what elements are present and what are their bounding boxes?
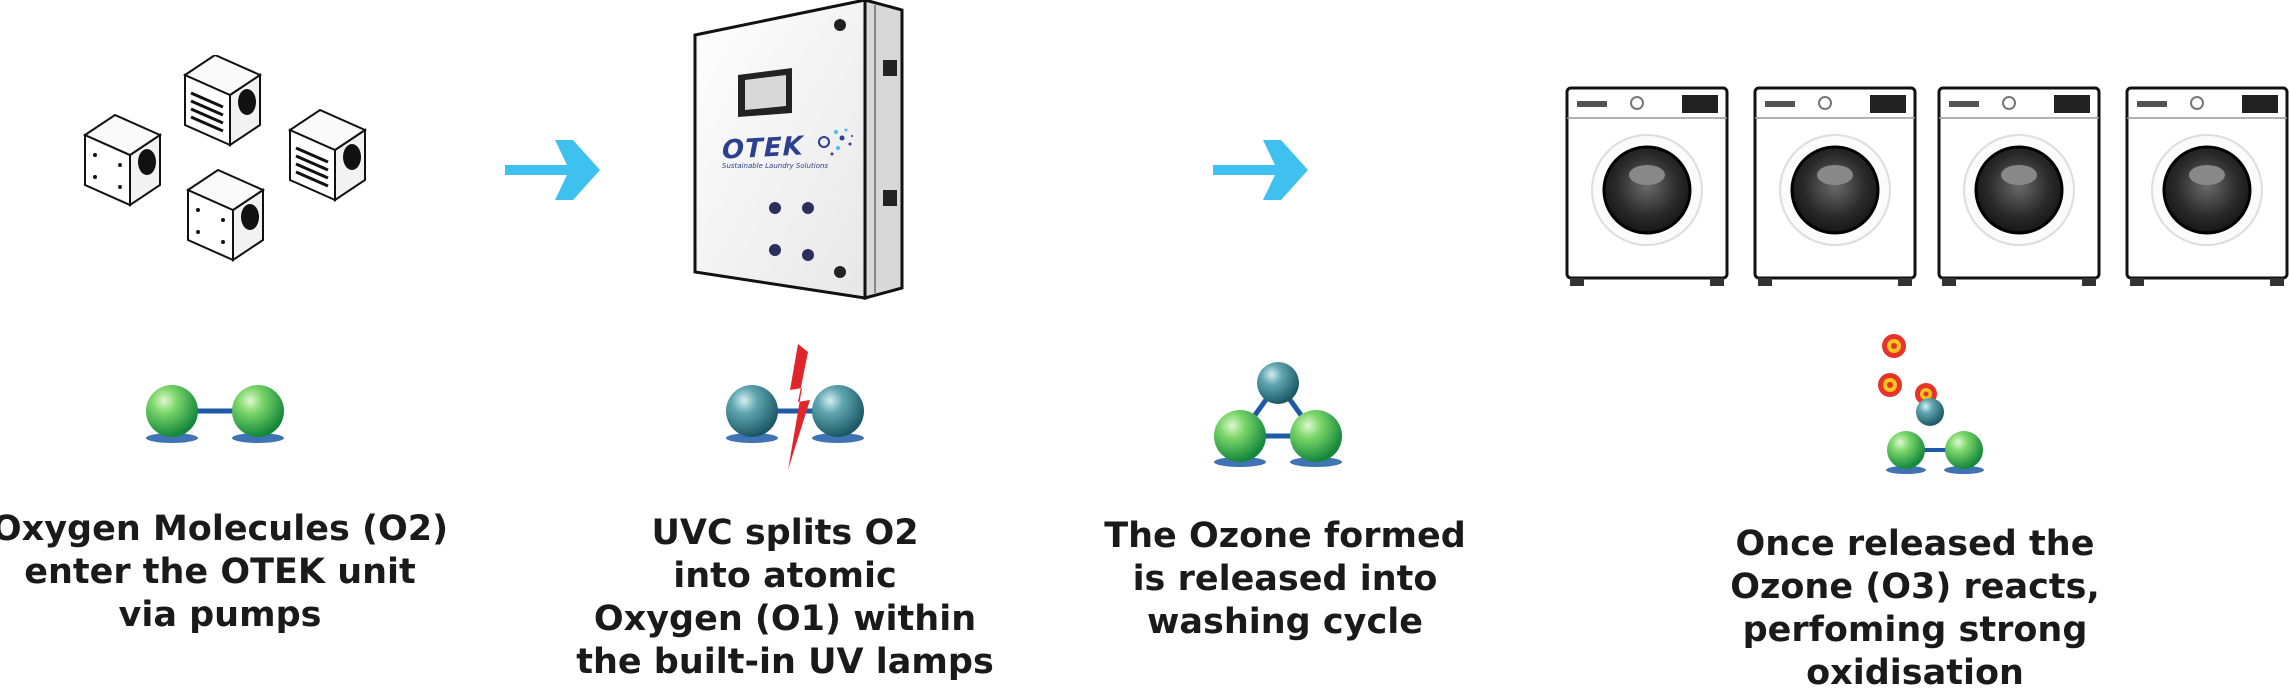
caption-line: into atomic [673,556,897,596]
step-4-caption: Once released the Ozone (O3) reacts, per… [1675,523,2155,695]
air-pump-icon [182,55,263,147]
washing-machine-icon [1753,86,1917,286]
oxidation-icon [1872,332,1992,477]
caption-line: Oxygen Molecules (O2) [0,509,449,549]
air-pumps-illustration [80,55,380,265]
air-pump-icon [82,113,163,207]
washing-machine-icon [1565,86,1729,286]
ozone-molecule-icon [1208,358,1348,468]
air-pump-icon [287,108,368,202]
step-3-caption: The Ozone formed is released into washin… [1045,515,1525,644]
lightning-icon [788,344,810,470]
caption-line: oxidisation [1806,653,2024,693]
caption-line: washing cycle [1147,602,1423,642]
o2-molecule-icon [140,378,290,448]
washing-machine-icon [1937,86,2101,286]
washing-machine-icon [2125,86,2289,286]
caption-line: perfoming strong [1742,610,2088,650]
air-pump-icon [185,168,266,262]
arrow-right-icon [1213,140,1313,200]
caption-line: UVC splits O2 [651,513,919,553]
caption-line: is released into [1132,559,1438,599]
step-1-caption: Oxygen Molecules (O2) enter the OTEK uni… [0,508,460,637]
otek-logo: OTEK Sustainable Laundry Solutions [722,128,862,180]
washing-machines-illustration [1562,85,2290,290]
caption-line: The Ozone formed [1104,516,1466,556]
brand-tagline: Sustainable Laundry Solutions [722,162,829,170]
split-oxygen-icon [720,342,870,472]
otek-unit-illustration [690,0,910,302]
step-2-caption: UVC splits O2 into atomic Oxygen (O1) wi… [545,512,1025,684]
burst-icon [1878,373,1902,397]
caption-line: via pumps [118,595,322,635]
caption-line: Once released the [1735,524,2095,564]
caption-line: Oxygen (O1) within [593,599,977,639]
caption-line: the built-in UV lamps [576,642,994,682]
caption-line: enter the OTEK unit [24,552,416,592]
caption-line: Ozone (O3) reacts, [1730,567,2100,607]
burst-icon [1882,334,1906,358]
sparkle-icon [818,128,853,156]
arrow-right-icon [505,140,605,200]
